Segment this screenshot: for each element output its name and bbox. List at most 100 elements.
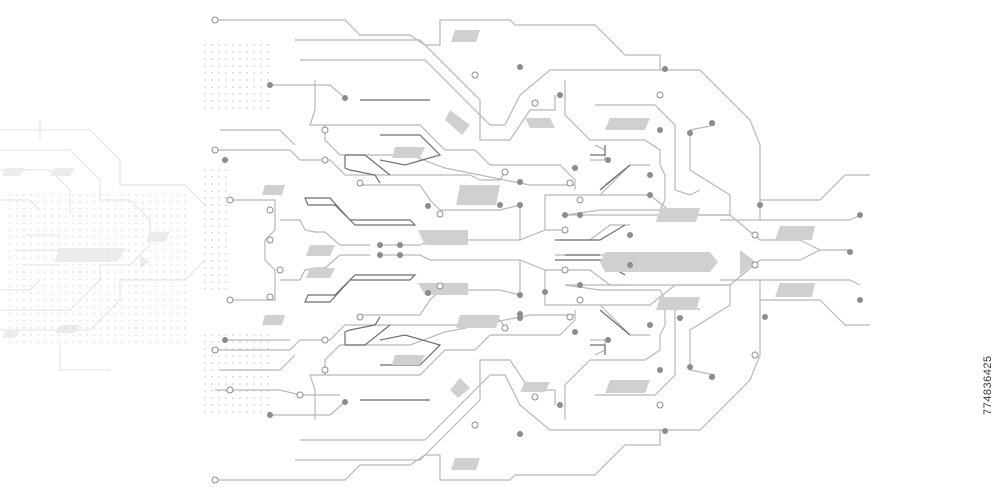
grid-dot — [204, 232, 206, 234]
grid-dot — [23, 243, 25, 245]
grid-dot — [93, 299, 95, 301]
grid-dot — [51, 236, 53, 238]
grid-dot — [121, 243, 123, 245]
solder-pad — [267, 412, 273, 418]
solder-pad — [627, 262, 633, 268]
grid-dot — [239, 100, 241, 102]
via-ring — [321, 156, 329, 164]
via-ring — [226, 196, 234, 204]
grid-dot — [58, 243, 60, 245]
grid-dot — [107, 208, 109, 210]
grid-dot — [211, 267, 213, 269]
grid-dot — [51, 208, 53, 210]
grid-dot — [100, 306, 102, 308]
grid-dot — [72, 327, 74, 329]
grid-dot — [30, 257, 32, 259]
grid-dot — [44, 299, 46, 301]
grid-dot — [253, 72, 255, 74]
grid-dot — [86, 278, 88, 280]
grid-dot — [37, 320, 39, 322]
grid-dot — [149, 313, 151, 315]
grid-dot — [142, 341, 144, 343]
grid-dot — [65, 327, 67, 329]
grid-dot — [93, 229, 95, 231]
grid-dot — [204, 260, 206, 262]
grid-dot — [37, 306, 39, 308]
grid-dot — [107, 313, 109, 315]
grid-dot — [93, 257, 95, 259]
grid-dot — [177, 250, 179, 252]
grid-dot — [170, 264, 172, 266]
grid-dot — [170, 201, 172, 203]
grid-dot — [218, 334, 220, 336]
via-ring — [266, 206, 274, 214]
solder-pad — [517, 315, 523, 321]
grid-dot — [204, 211, 206, 213]
grid-dot — [184, 278, 186, 280]
solder-pad — [425, 290, 431, 296]
grid-dot — [72, 250, 74, 252]
grid-dot — [135, 278, 137, 280]
solder-pad — [857, 212, 863, 218]
grid-dot — [239, 362, 241, 364]
grid-dot — [44, 250, 46, 252]
grid-dot — [211, 239, 213, 241]
grid-dot — [79, 250, 81, 252]
via-ring — [211, 16, 219, 24]
solder-pad — [657, 127, 663, 133]
grid-dot — [58, 278, 60, 280]
grid-dot — [44, 208, 46, 210]
grid-dot — [204, 197, 206, 199]
grid-dot — [267, 376, 269, 378]
via-ring — [566, 179, 574, 187]
grid-dot — [86, 229, 88, 231]
grid-dot — [121, 327, 123, 329]
grid-dot — [218, 51, 220, 53]
grid-dot — [218, 397, 220, 399]
grid-dot — [170, 236, 172, 238]
grid-dot — [107, 299, 109, 301]
grid-dot — [211, 65, 213, 67]
grid-dot — [260, 100, 262, 102]
grid-dot — [204, 169, 206, 171]
grid-dot — [30, 278, 32, 280]
solder-pad — [577, 212, 583, 218]
grid-dot — [100, 208, 102, 210]
grid-dot — [65, 299, 67, 301]
grid-dot — [211, 197, 213, 199]
grid-dot — [135, 201, 137, 203]
grid-dot — [142, 257, 144, 259]
via-ring — [226, 296, 234, 304]
grid-dot — [163, 327, 165, 329]
grid-dot — [30, 208, 32, 210]
grid-dot — [225, 225, 227, 227]
grid-dot — [163, 313, 165, 315]
grid-dot — [211, 260, 213, 262]
via-ring — [576, 296, 584, 304]
grid-dot — [100, 327, 102, 329]
grid-dot — [260, 341, 262, 343]
grid-dot — [184, 215, 186, 217]
grid-dot — [184, 306, 186, 308]
grid-dot — [246, 44, 248, 46]
grid-dot — [170, 285, 172, 287]
grid-dot — [163, 222, 165, 224]
grid-dot — [211, 93, 213, 95]
grid-dot — [135, 299, 137, 301]
grid-dot — [156, 208, 158, 210]
grid-dot — [44, 292, 46, 294]
grid-dot — [107, 201, 109, 203]
grid-dot — [128, 243, 130, 245]
grid-dot — [260, 411, 262, 413]
grid-dot — [44, 257, 46, 259]
via-ring — [276, 266, 284, 274]
grid-dot — [135, 264, 137, 266]
grid-dot — [211, 72, 213, 74]
grid-dot — [128, 292, 130, 294]
grid-dot — [93, 264, 95, 266]
grid-dot — [225, 79, 227, 81]
grid-dot — [232, 72, 234, 74]
grid-dot — [79, 215, 81, 217]
grid-dot — [121, 299, 123, 301]
grid-dot — [37, 236, 39, 238]
